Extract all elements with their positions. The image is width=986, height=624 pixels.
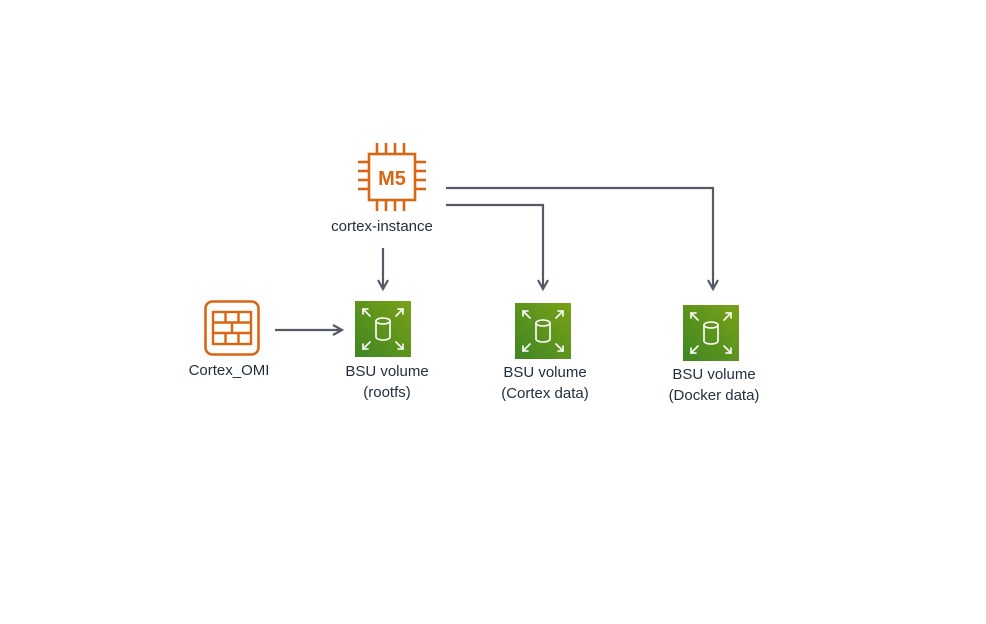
volume-label-line2: (Cortex data) <box>501 385 589 402</box>
ec2-m5-instance-icon: M5 <box>358 143 426 211</box>
ami-image-icon <box>204 300 260 356</box>
image-label: Cortex_OMI <box>170 360 288 381</box>
instance-chip-text: M5 <box>378 168 406 190</box>
instance-label: cortex-instance <box>312 216 452 237</box>
volume-label-line1: BSU volume <box>672 366 756 383</box>
ebs-volume-icon <box>683 305 739 361</box>
volume-label-line2: (Docker data) <box>668 387 760 404</box>
arrow-instance-to-cortex-data <box>446 203 543 289</box>
image-label-text: Cortex_OMI <box>188 362 270 379</box>
arrow-instance-to-docker-data <box>446 186 713 289</box>
volume-label-cortex-data: BSU volume (Cortex data) <box>480 362 610 404</box>
volume-label-docker-data: BSU volume (Docker data) <box>646 364 782 406</box>
volume-label-line2: (rootfs) <box>363 384 411 401</box>
volume-label-line1: BSU volume <box>503 364 587 381</box>
instance-label-text: cortex-instance <box>331 218 433 235</box>
ebs-volume-icon <box>515 303 571 359</box>
volume-label-rootfs: BSU volume (rootfs) <box>325 361 449 403</box>
volume-label-line1: BSU volume <box>345 363 429 380</box>
ebs-volume-icon <box>355 301 411 357</box>
